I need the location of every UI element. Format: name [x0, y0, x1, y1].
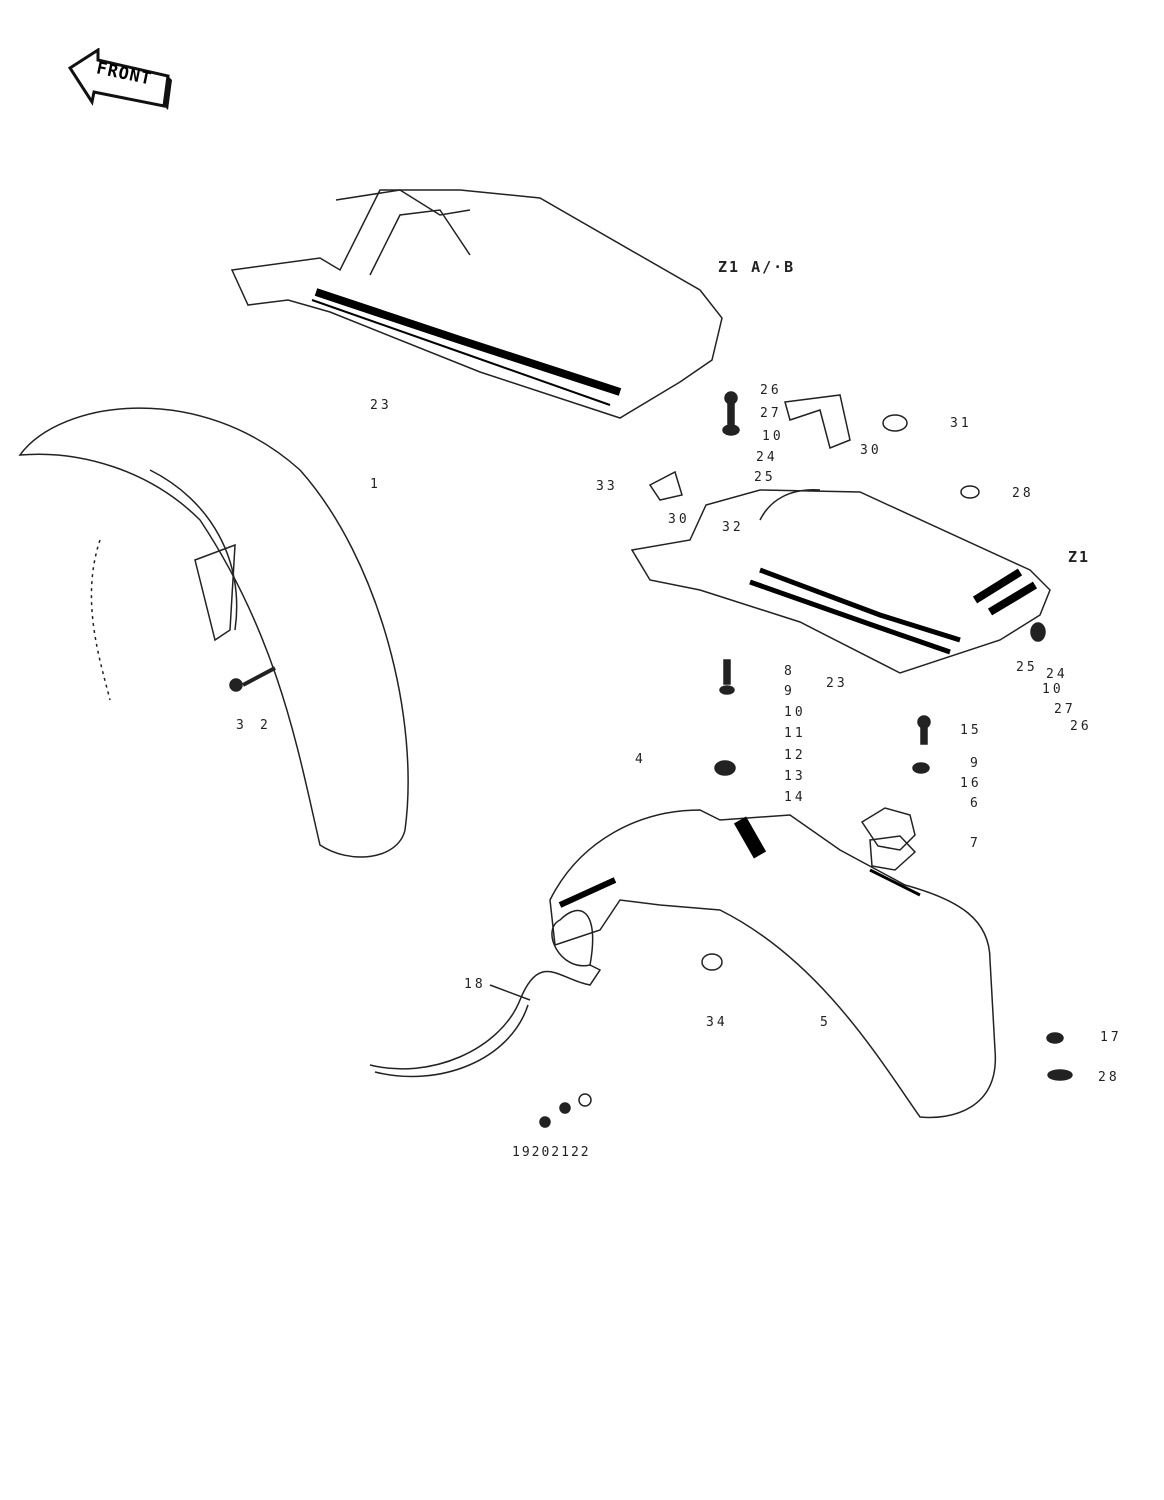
part-label: 19202122 — [512, 1145, 591, 1160]
part-label: 9 — [970, 756, 981, 771]
part-label: 27 — [1054, 702, 1076, 717]
part-label: 15 — [960, 723, 982, 738]
bracket — [860, 807, 917, 871]
part-label: 10 — [784, 705, 806, 720]
front-arrow-icon — [68, 48, 172, 110]
part-label: 5 — [820, 1015, 831, 1030]
part-label: 8 — [784, 664, 795, 679]
part-label: 33 — [596, 479, 618, 494]
model-label-z1: Z1 — [1068, 548, 1091, 566]
part-label: 2 — [260, 718, 271, 733]
part-label: 27 — [760, 406, 782, 421]
part-label: 10 — [1042, 682, 1064, 697]
part-label: 3 — [236, 718, 247, 733]
part-label: 1 — [370, 477, 381, 492]
part-label: 24 — [1046, 667, 1068, 682]
part-label: 30 — [860, 443, 882, 458]
part-label: 26 — [760, 383, 782, 398]
part-label: 6 — [970, 796, 981, 811]
part-label: 4 — [635, 752, 646, 767]
part-label: 25 — [754, 470, 776, 485]
front-direction-sign — [68, 48, 172, 110]
part-label: 17 — [1100, 1030, 1122, 1045]
part-label: 23 — [370, 398, 392, 413]
part-label: 30 — [668, 512, 690, 527]
part-label: 7 — [970, 836, 981, 851]
part-label: 31 — [950, 416, 972, 431]
part-label: 28 — [1012, 486, 1034, 501]
front-fender — [18, 407, 409, 858]
part-label: 14 — [784, 790, 806, 805]
seat-z1 — [630, 489, 1051, 674]
part-label: 23 — [826, 676, 848, 691]
part-label: 32 — [722, 520, 744, 535]
part-label: 18 — [464, 977, 486, 992]
model-label-z1ab: Z1 A/·B — [718, 258, 796, 276]
hardware-parts — [539, 391, 1073, 1128]
part-label: 25 — [1016, 660, 1038, 675]
part-label: 9 — [784, 684, 795, 699]
seat-z1ab — [230, 189, 723, 419]
part-label: 24 — [756, 450, 778, 465]
part-label: 26 — [1070, 719, 1092, 734]
part-label: 11 — [784, 726, 806, 741]
part-label: 28 — [1098, 1070, 1120, 1085]
part-label: 16 — [960, 776, 982, 791]
part-label: 10 — [762, 429, 784, 444]
wiring-harness — [369, 909, 602, 1078]
part-label: 13 — [784, 769, 806, 784]
part-label: 12 — [784, 748, 806, 763]
part-label: 34 — [706, 1015, 728, 1030]
rear-fender — [549, 809, 996, 1119]
